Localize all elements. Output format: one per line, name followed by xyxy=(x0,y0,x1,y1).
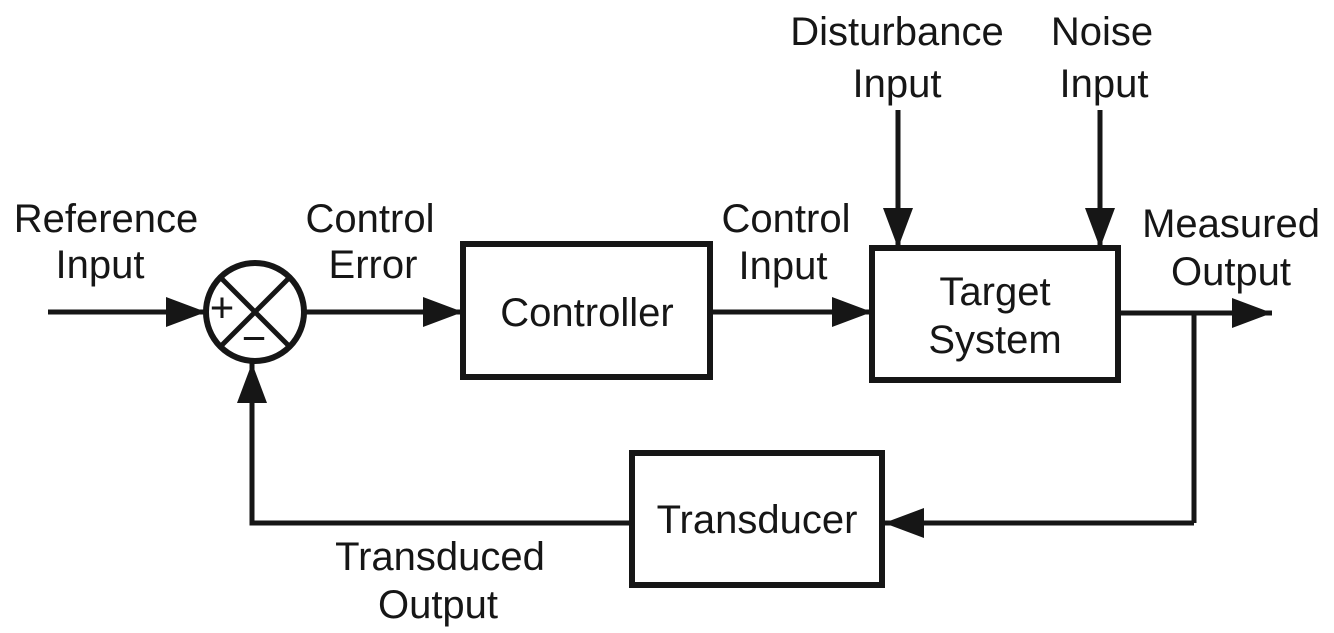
summing-junction-cross-icon xyxy=(218,275,292,349)
control-input-label-line1: Control xyxy=(722,197,851,241)
control-input-label-line2: Input xyxy=(739,244,828,288)
control-error-label-line1: Control xyxy=(306,197,435,241)
noise-input-label: Noise Input xyxy=(1051,10,1153,106)
summing-junction-plus-sign: + xyxy=(210,284,235,331)
disturbance-input-label: Disturbance Input xyxy=(790,10,1003,106)
measured-output-label-line2: Output xyxy=(1171,250,1291,294)
transduced-output-label-line1: Transduced xyxy=(335,535,545,579)
noise-input-label-line1: Noise xyxy=(1051,10,1153,54)
disturbance-input-label-line1: Disturbance xyxy=(790,10,1003,54)
target-system-box xyxy=(869,245,1121,383)
transduced-output-label: Transduced Output xyxy=(335,535,545,627)
transduced-output-label-line2: Output xyxy=(378,583,498,627)
measured-output-label-line1: Measured xyxy=(1142,202,1320,246)
controller-block: Controller xyxy=(460,241,713,380)
summing-junction: + − xyxy=(203,260,307,364)
target-system-label-line1: Target xyxy=(939,270,1050,314)
reference-input-label: Reference Input xyxy=(14,197,199,287)
transducer-block: Transducer xyxy=(629,450,885,588)
controller-block-label: Controller xyxy=(500,291,673,335)
target-system-block: Target System xyxy=(869,245,1121,383)
control-error-label: Control Error xyxy=(306,197,435,287)
summing-junction-minus-sign: − xyxy=(242,315,267,362)
reference-input-label-line2: Input xyxy=(56,243,145,287)
signal-wires xyxy=(48,110,1272,538)
noise-input-label-line2: Input xyxy=(1060,62,1149,106)
control-input-label: Control Input xyxy=(722,197,851,288)
transducer-box xyxy=(629,450,885,588)
disturbance-input-label-line2: Input xyxy=(853,62,942,106)
reference-input-label-line1: Reference xyxy=(14,197,199,241)
controller-box xyxy=(460,241,713,380)
transducer-block-label: Transducer xyxy=(657,498,858,542)
control-error-label-line2: Error xyxy=(329,243,418,287)
feedback-return-arrow xyxy=(237,363,632,526)
target-system-label-line2: System xyxy=(928,318,1061,362)
measured-output-label: Measured Output xyxy=(1142,202,1320,294)
